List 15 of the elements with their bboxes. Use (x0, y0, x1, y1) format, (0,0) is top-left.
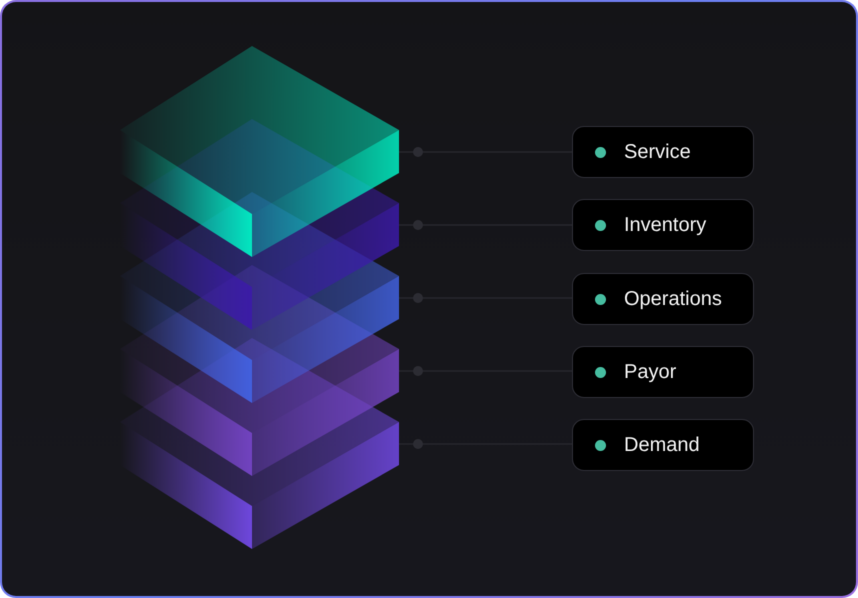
pill-label: Service (624, 140, 691, 164)
pill-label: Payor (624, 360, 676, 384)
connector-line (399, 147, 572, 157)
pill-label: Operations (624, 288, 722, 310)
label-pill (572, 199, 754, 251)
connector-line (399, 366, 572, 376)
label-pill (572, 346, 754, 398)
pill-label: Inventory (624, 214, 706, 236)
connector-line (399, 220, 572, 230)
label-pill (572, 126, 754, 178)
label-pill (572, 419, 754, 471)
label-pill (572, 273, 754, 325)
pill-label: Demand (624, 434, 700, 456)
connector-line (399, 439, 572, 449)
connector-line (399, 293, 572, 303)
